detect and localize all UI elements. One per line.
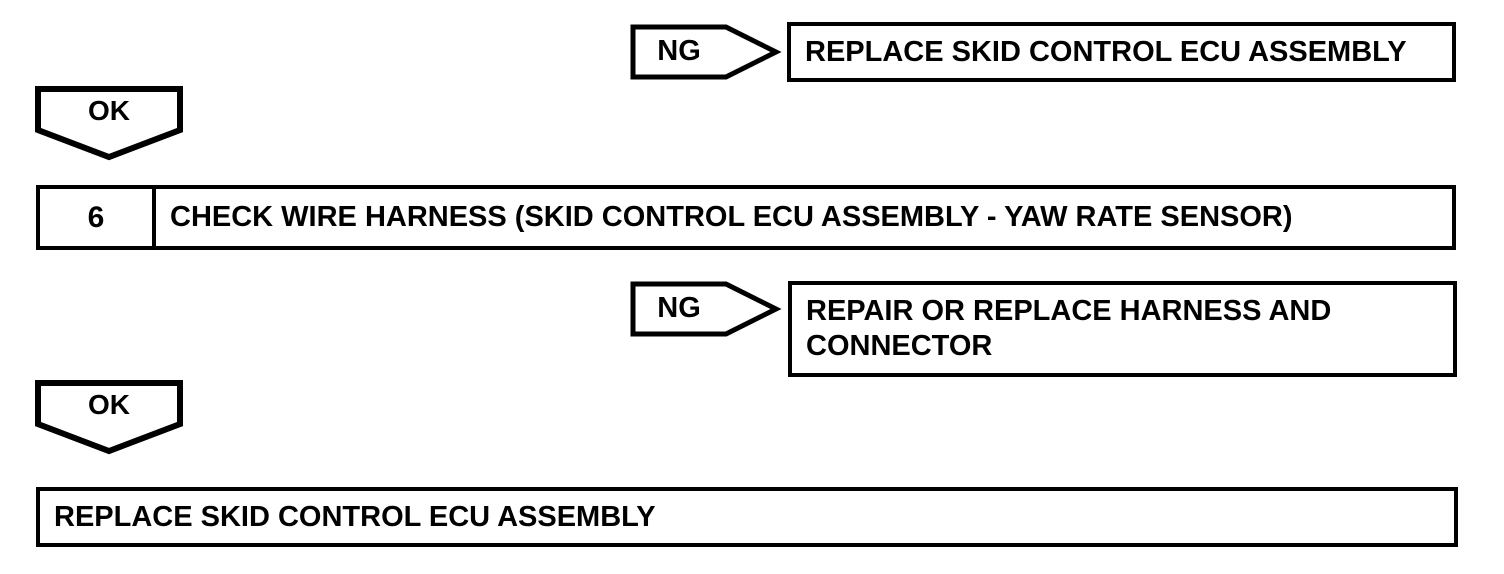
ok-tag-shape bbox=[35, 380, 183, 455]
ng-arrow-shape bbox=[630, 281, 782, 337]
ng-label: NG bbox=[657, 291, 701, 324]
action-label: REPLACE SKID CONTROL ECU ASSEMBLY bbox=[54, 500, 656, 533]
step-title-cell: CHECK WIRE HARNESS (SKID CONTROL ECU ASS… bbox=[156, 189, 1452, 246]
step-box-6: 6 CHECK WIRE HARNESS (SKID CONTROL ECU A… bbox=[36, 185, 1456, 250]
ng-arrow-shape bbox=[630, 24, 782, 80]
ok-branch-tag-2: OK bbox=[35, 380, 183, 456]
step-title: CHECK WIRE HARNESS (SKID CONTROL ECU ASS… bbox=[170, 201, 1293, 233]
ok-label: OK bbox=[88, 95, 130, 126]
ng-branch-arrow-1: NG bbox=[630, 24, 782, 80]
action-label-line-1: REPAIR OR REPLACE HARNESS AND bbox=[806, 295, 1332, 327]
action-box-repair-harness: REPAIR OR REPLACE HARNESS AND CONNECTOR bbox=[788, 281, 1457, 377]
ng-label: NG bbox=[657, 34, 701, 67]
ok-branch-tag-1: OK bbox=[35, 86, 183, 162]
action-label: REPLACE SKID CONTROL ECU ASSEMBLY bbox=[805, 35, 1407, 68]
ng-branch-arrow-2: NG bbox=[630, 281, 782, 337]
ok-tag-shape bbox=[35, 86, 183, 161]
action-box-replace-ecu-2: REPLACE SKID CONTROL ECU ASSEMBLY bbox=[36, 487, 1458, 547]
step-number-cell: 6 bbox=[40, 189, 156, 246]
step-number: 6 bbox=[87, 200, 105, 234]
action-box-replace-ecu-1: REPLACE SKID CONTROL ECU ASSEMBLY bbox=[787, 22, 1456, 82]
action-label-line-2: CONNECTOR bbox=[806, 330, 993, 362]
ok-label: OK bbox=[88, 389, 130, 420]
